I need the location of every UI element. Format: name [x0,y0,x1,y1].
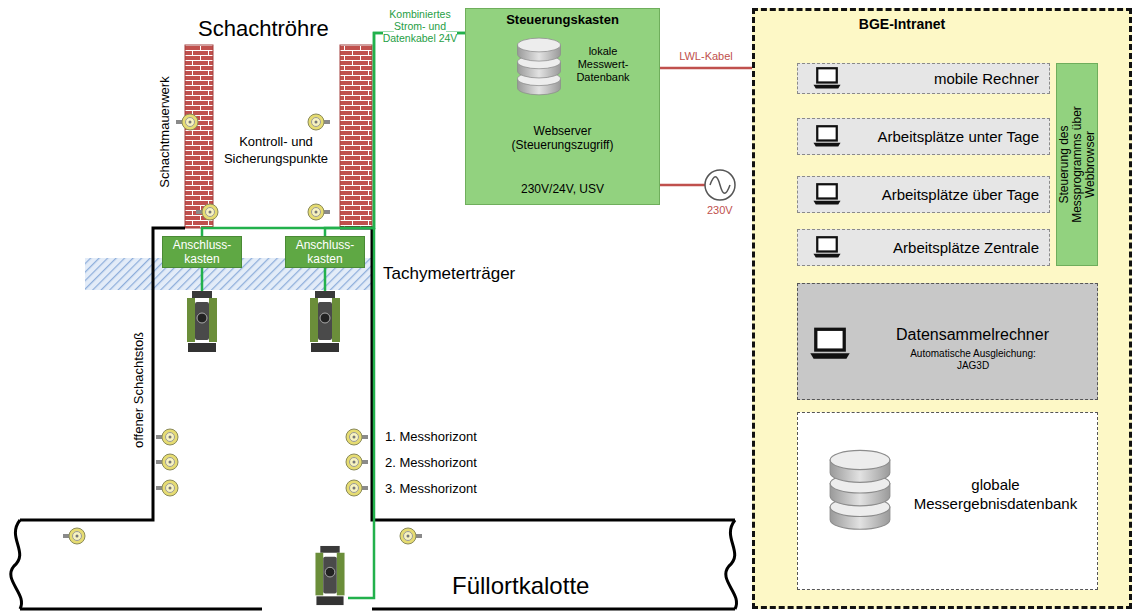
cable-wire [202,228,374,598]
computer-icon [812,66,842,90]
prism-target [196,204,218,220]
server-box: DatensammelrechnerAutomatische Ausgleich… [797,283,1098,400]
break-line [11,520,22,609]
box-title: BGE-Intranet [755,16,1049,32]
prism-target [176,114,198,130]
power-wire [660,184,705,187]
database-icon [830,450,890,529]
box-title: Arbeitsplätze Zentrale [893,239,1039,256]
cable-label: Kombiniertes Strom- und Datenkabel 24V [383,8,458,44]
computer-icon [812,124,842,148]
computer-icon [814,68,841,88]
total-station [310,291,340,352]
point-label: Kontroll- und Sicherungspunkte [214,133,338,167]
ac-symbol [710,177,730,194]
prism-target [400,528,422,544]
box-title: globale Messergebnisdatenbank [903,475,1088,513]
box-text: Automatische Ausgleichung: JAG3D [898,348,1048,372]
box-text: Webserver (Steuerungszugriff) [498,124,628,152]
edge-label-holder: LWL-Kabel [662,50,750,63]
client-box: Arbeitsplätze unter Tage [797,118,1050,155]
prism-target [63,528,85,544]
total-station [315,546,344,605]
box-title: Datensammelrechner [848,326,1097,344]
shaft-outline [11,228,737,609]
computer-icon [812,182,842,206]
wall-label: Schachtmauerwerk [157,76,172,187]
computer-icon [812,235,842,259]
shaft-wall [20,228,185,520]
control-box: Steuerungskasten lokale Messwert-Datenban… [465,8,660,205]
junction-box: Anschluss- kasten [162,236,242,268]
box-title: Arbeitsplätze unter Tage [878,128,1040,145]
horizon-label: 1. Messhorizont [385,429,477,444]
cable-line [660,67,752,70]
cable-wire [201,268,204,292]
break-line [726,520,737,609]
database-box: globale Messergebnisdatenbank [797,412,1098,590]
computer-icon [814,237,841,257]
client-box: mobile Rechner [797,63,1050,94]
box-title: Arbeitsplätze über Tage [882,186,1039,203]
box-text: 230V/24V, USV [466,182,659,196]
cable-label: LWL-Kabel [679,50,733,62]
client-box: Arbeitsplätze über Tage [797,176,1050,213]
database-icon [518,38,561,95]
computer-icon [810,329,849,359]
prism-target [346,480,368,496]
wall-label: offener Schachtstoß [131,332,146,448]
box-text: lokale Messwert-Datenbank [568,45,638,84]
cable-line [325,33,465,236]
area-label: Füllortkalotte [452,572,589,600]
cable-line [202,33,465,236]
voltage-label: 230V [707,204,733,216]
floor-line [20,608,262,611]
browser-control-box: Steuerung des Messprogramms über Webbrow… [1056,63,1098,266]
prism-target [156,429,178,445]
prism-target [156,480,178,496]
prism-target [346,454,368,470]
network-region: BGE-Intranet mobile RechnerArbeitsplätze … [752,8,1132,609]
prism-target [308,114,330,130]
box-title: Steuerung des Messprogramms über Webbrow… [1058,90,1097,240]
horizon-label: 2. Messhorizont [385,455,477,470]
box-title: Anschluss- kasten [288,238,362,266]
horizon-label: 3. Messhorizont [385,481,477,496]
total-station [187,291,217,352]
computer-icon [808,326,852,361]
carrier-label: Tachymeterträger [383,264,515,284]
database-icon [516,35,562,101]
junction-box: Anschluss- kasten [285,236,365,268]
box-title: mobile Rechner [934,70,1039,87]
cable-wire [348,228,374,598]
client-box: Arbeitsplätze Zentrale [797,229,1050,266]
prism-target [156,454,178,470]
masonry-wall [340,45,372,228]
computer-icon [814,126,841,146]
ac-symbol [705,170,735,200]
floor-line [372,608,735,611]
computer-icon [814,184,841,204]
prism-target [308,204,330,220]
section-title: Schachtröhre [198,16,329,42]
masonry-wall [185,45,213,228]
shaft-wall [340,228,735,520]
box-title: Anschluss- kasten [165,238,239,266]
cable-wire [324,268,327,292]
box-title: Steuerungskasten [466,12,659,27]
database-icon [828,449,892,535]
prism-target [346,429,368,445]
edge-label-holder: Kombiniertes Strom- und Datenkabel 24V [377,8,463,44]
